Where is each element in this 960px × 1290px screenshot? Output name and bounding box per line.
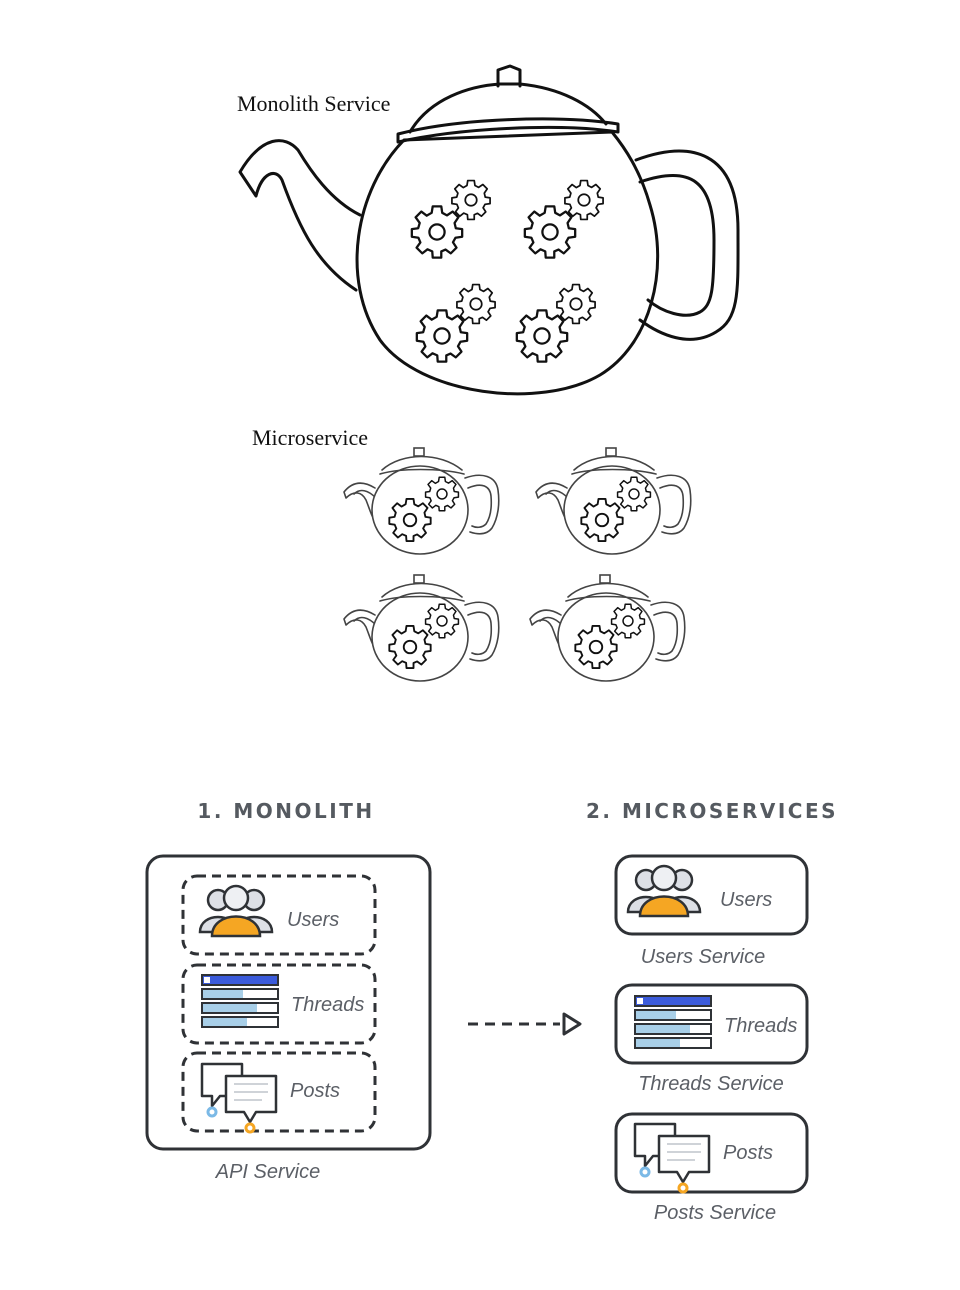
monolith-module-threads: Threads (181, 963, 377, 1045)
posts-service: Posts (614, 1112, 809, 1194)
monolith-users-label: Users (287, 909, 339, 931)
monolith-module-posts: Posts (181, 1051, 377, 1134)
monolith-posts-label: Posts (290, 1080, 340, 1102)
users-service-caption: Users Service (641, 946, 765, 968)
threads-service-caption: Threads Service (638, 1073, 784, 1095)
threads-service-label: Threads (724, 1015, 797, 1037)
users-service-label: Users (720, 889, 772, 911)
monolith-heading: 1. MONOLITH (197, 799, 374, 823)
posts-service-label: Posts (723, 1142, 773, 1164)
monolith-api-box: Users Threads Posts (145, 854, 432, 1151)
threads-service: Threads (614, 983, 809, 1065)
microservice-teapot (530, 575, 685, 681)
monolith-teapot (238, 64, 740, 396)
microservice-teapot (536, 448, 691, 554)
api-service-caption: API Service (215, 1161, 320, 1183)
monolith-module-users: Users (181, 874, 377, 956)
microservice-teapot (344, 575, 499, 681)
monolith-service-label: Monolith Service (237, 91, 390, 116)
microservice-teapots (344, 448, 691, 681)
posts-service-caption: Posts Service (654, 1202, 776, 1224)
microservices-heading: 2. MICROSERVICES (586, 799, 838, 823)
dashed-arrow-icon (468, 1012, 582, 1036)
users-service: Users (614, 854, 809, 936)
monolith-threads-label: Threads (291, 994, 364, 1016)
microservice-label: Microservice (252, 425, 368, 450)
microservice-teapot (344, 448, 499, 554)
